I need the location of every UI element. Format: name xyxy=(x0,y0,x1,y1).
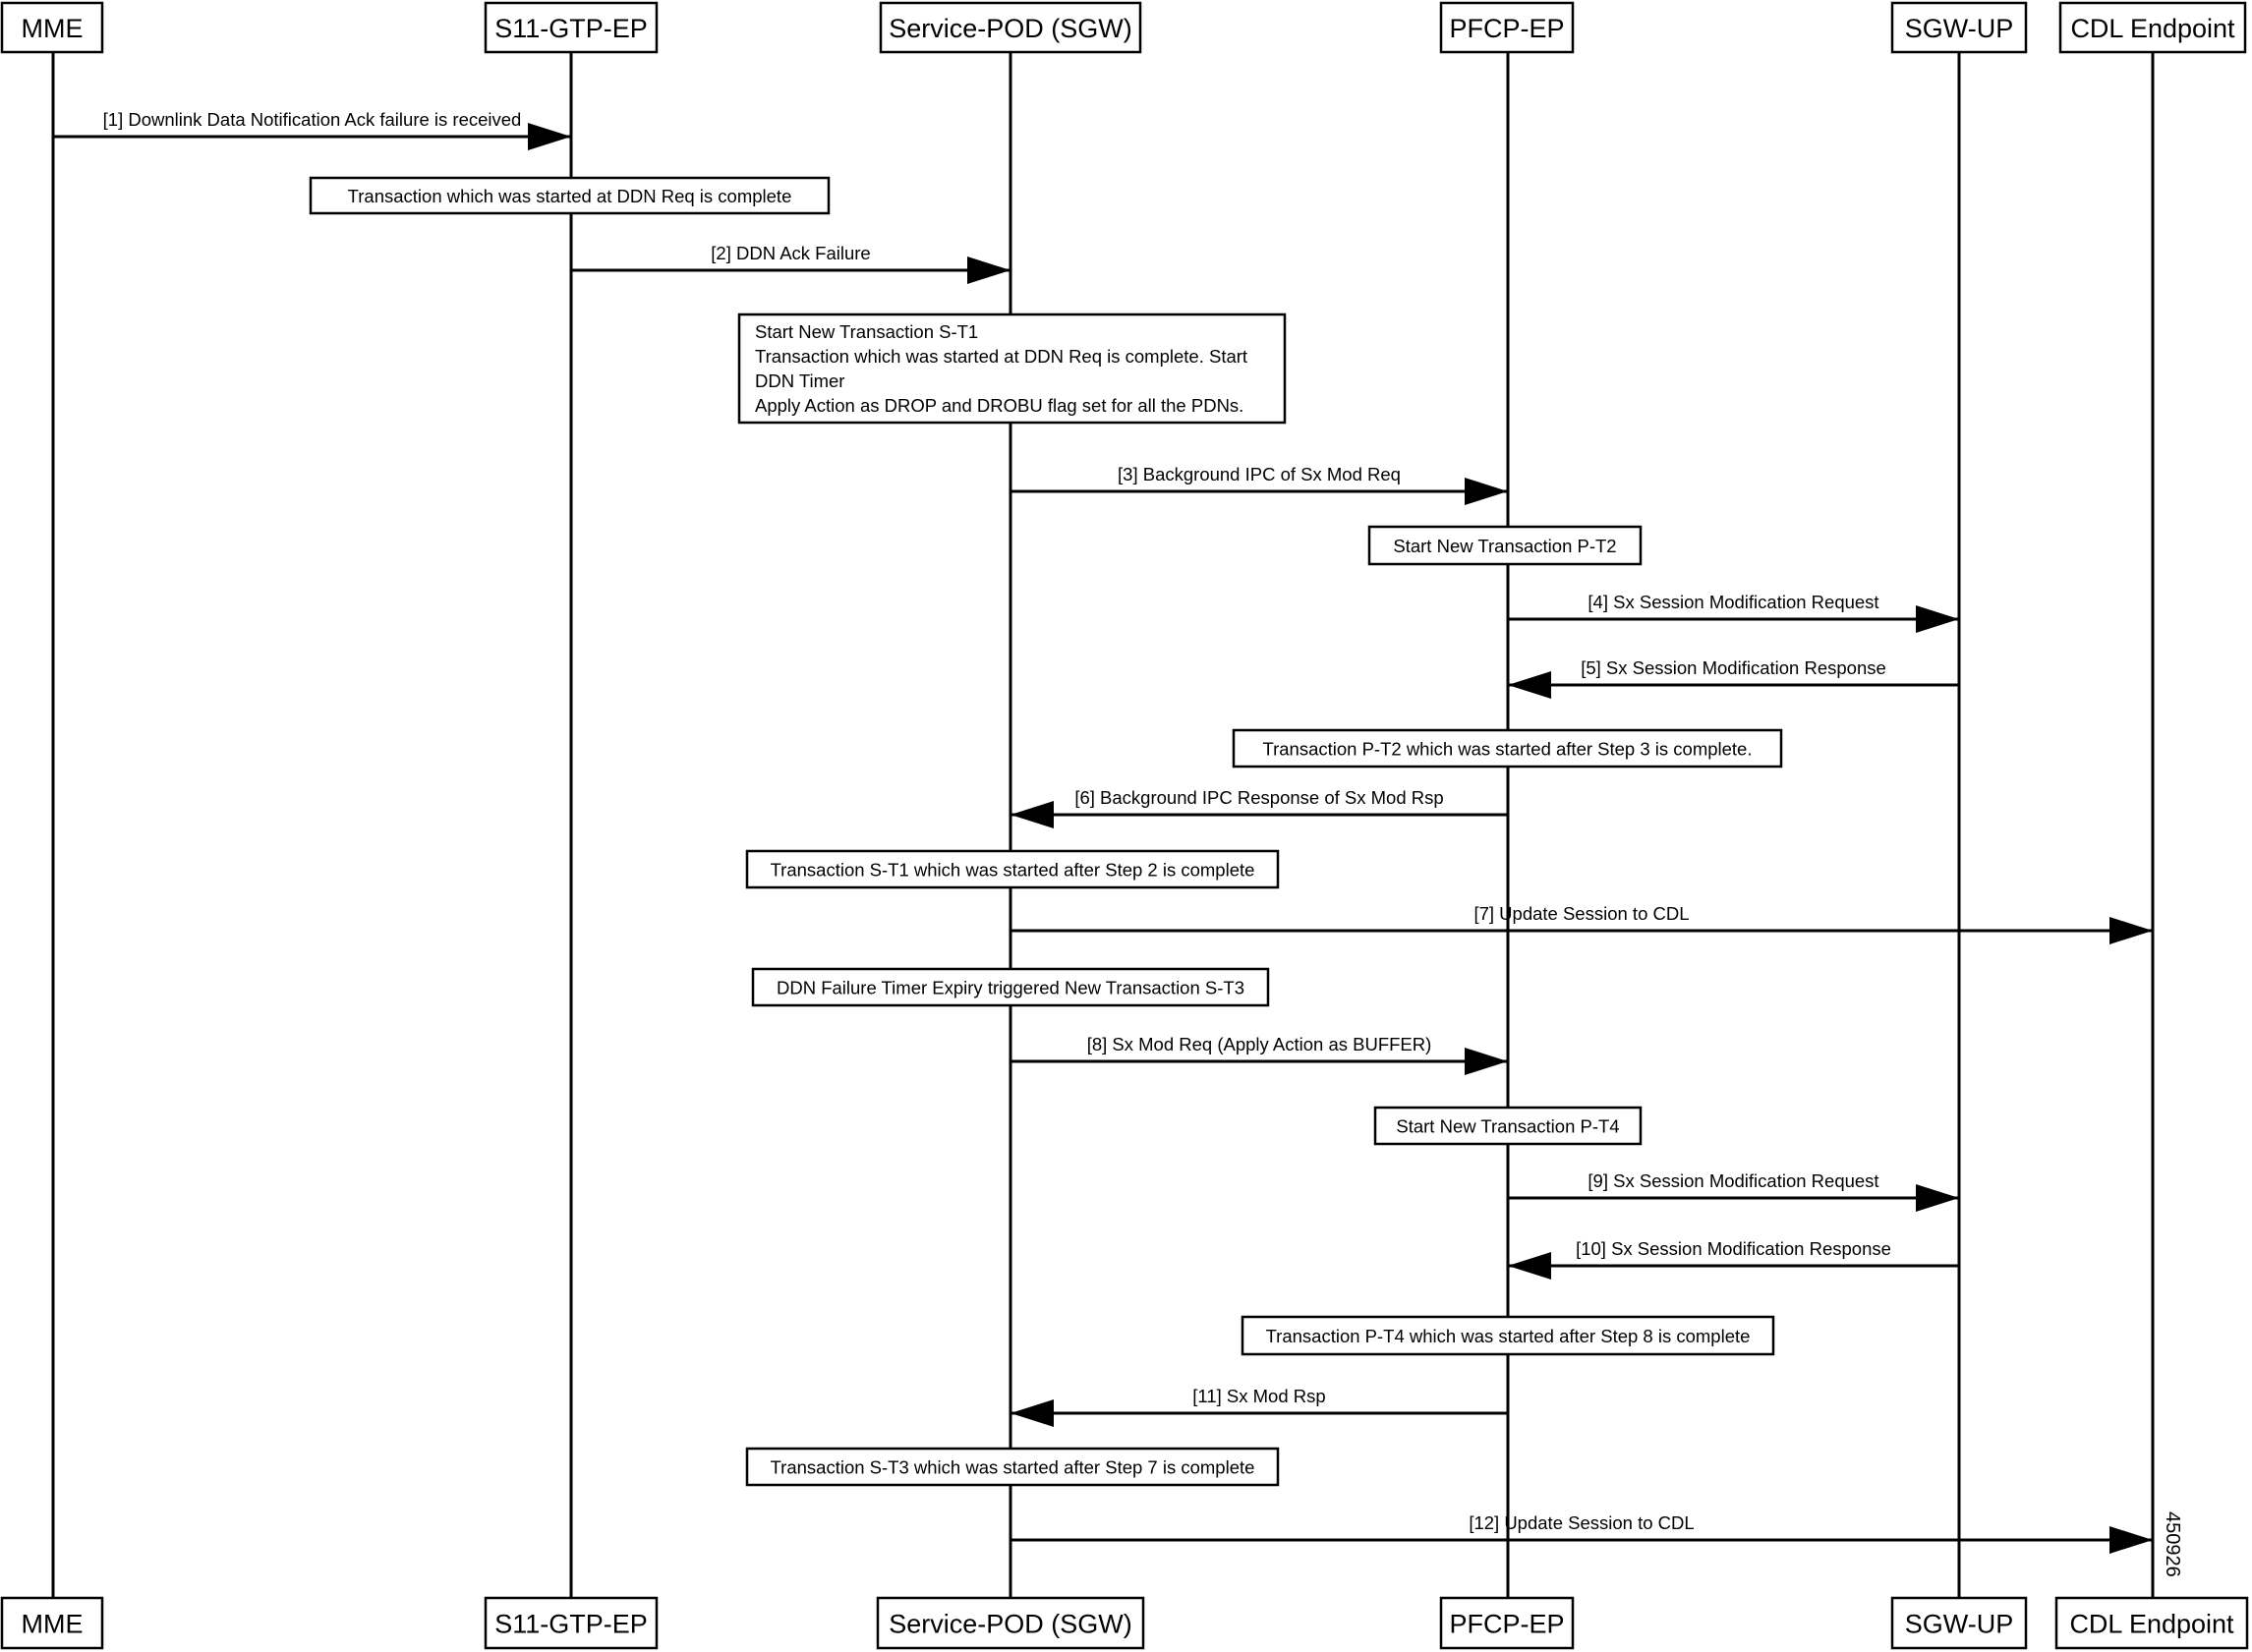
participant-label: CDL Endpoint xyxy=(2069,1610,2234,1639)
participant-s11-top: S11-GTP-EP xyxy=(484,1,659,54)
participant-cdl-bottom: CDL Endpoint xyxy=(2054,1596,2249,1650)
note-text: Transaction which was started at DDN Req… xyxy=(755,346,1247,367)
participant-label: PFCP-EP xyxy=(1449,1610,1564,1639)
figure-id: 450926 xyxy=(2162,1511,2183,1577)
participant-label: SGW-UP xyxy=(1905,14,2014,43)
message-6: [6] Background IPC Response of Sx Mod Rs… xyxy=(1011,787,1508,828)
participant-s11-bottom: S11-GTP-EP xyxy=(484,1596,659,1650)
participant-box xyxy=(876,1596,1145,1650)
note-text: Transaction P-T4 which was started after… xyxy=(1266,1326,1751,1346)
note-3: Start New Transaction P-T2 xyxy=(1367,525,1643,566)
participant-box xyxy=(0,1596,104,1650)
note-text: DDN Failure Timer Expiry triggered New T… xyxy=(777,978,1244,998)
message-label: [2] DDN Ack Failure xyxy=(711,243,870,263)
note-text: Transaction which was started at DDN Req… xyxy=(348,186,792,206)
participant-box xyxy=(1439,1596,1575,1650)
participant-mme-top: MME xyxy=(0,1,104,54)
message-label: [12] Update Session to CDL xyxy=(1469,1512,1694,1533)
participant-box xyxy=(0,1,104,54)
participant-box xyxy=(484,1596,659,1650)
note-7: Start New Transaction P-T4 xyxy=(1373,1106,1643,1146)
participant-box xyxy=(484,1,659,54)
participant-label: MME xyxy=(22,1610,84,1639)
note-text: Apply Action as DROP and DROBU flag set … xyxy=(755,395,1243,416)
message-label: [9] Sx Session Modification Request xyxy=(1588,1170,1878,1191)
participant-sgwup-bottom: SGW-UP xyxy=(1890,1596,2028,1650)
message-1: [1] Downlink Data Notification Ack failu… xyxy=(53,109,571,150)
note-box xyxy=(309,176,831,215)
participant-label: Service-POD (SGW) xyxy=(889,1610,1132,1639)
participant-box xyxy=(879,1,1142,54)
message-2: [2] DDN Ack Failure xyxy=(571,243,1011,284)
note-text: Transaction S-T1 which was started after… xyxy=(771,860,1255,881)
message-4: [4] Sx Session Modification Request xyxy=(1508,592,1959,633)
note-box xyxy=(737,313,1287,425)
note-text: Start New Transaction S-T1 xyxy=(755,321,978,342)
message-label: [3] Background IPC of Sx Mod Req xyxy=(1118,464,1401,484)
participant-label: PFCP-EP xyxy=(1449,14,1564,43)
participant-sgwup-top: SGW-UP xyxy=(1890,1,2028,54)
participant-label: S11-GTP-EP xyxy=(494,14,648,43)
participant-label: CDL Endpoint xyxy=(2070,14,2235,43)
participant-cdl-top: CDL Endpoint xyxy=(2058,1,2247,54)
participant-label: S11-GTP-EP xyxy=(494,1610,648,1639)
note-5: Transaction S-T1 which was started after… xyxy=(745,849,1280,889)
message-7: [7] Update Session to CDL xyxy=(1011,903,2153,944)
participant-box xyxy=(2058,1,2247,54)
note-text: Transaction S-T3 which was started after… xyxy=(771,1457,1255,1478)
note-box xyxy=(1241,1315,1775,1356)
message-label: [7] Update Session to CDL xyxy=(1473,903,1689,924)
note-4: Transaction P-T2 which was started after… xyxy=(1232,728,1783,769)
note-text: Transaction P-T2 which was started after… xyxy=(1262,739,1752,760)
notes: Transaction which was started at DDN Req… xyxy=(309,176,1783,1487)
note-box xyxy=(1232,728,1783,769)
note-9: Transaction S-T3 which was started after… xyxy=(745,1447,1280,1487)
note-1: Transaction which was started at DDN Req… xyxy=(309,176,831,215)
note-text: Start New Transaction P-T2 xyxy=(1393,536,1616,556)
participant-label: Service-POD (SGW) xyxy=(889,14,1132,43)
lifelines xyxy=(51,52,2155,1598)
message-10: [10] Sx Session Modification Response xyxy=(1508,1238,1959,1280)
message-11: [11] Sx Mod Rsp xyxy=(1011,1386,1508,1427)
note-box xyxy=(1373,1106,1643,1146)
participant-pfcp-bottom: PFCP-EP xyxy=(1439,1596,1575,1650)
note-box xyxy=(1367,525,1643,566)
participant-label: MME xyxy=(22,14,84,43)
message-label: [5] Sx Session Modification Response xyxy=(1581,657,1886,678)
participant-pfcp-top: PFCP-EP xyxy=(1439,1,1575,54)
note-8: Transaction P-T4 which was started after… xyxy=(1241,1315,1775,1356)
note-text: Start New Transaction P-T4 xyxy=(1396,1116,1619,1137)
message-label: [11] Sx Mod Rsp xyxy=(1192,1386,1325,1406)
participant-mme-bottom: MME xyxy=(0,1596,104,1650)
messages: [1] Downlink Data Notification Ack failu… xyxy=(53,109,2153,1554)
note-6: DDN Failure Timer Expiry triggered New T… xyxy=(751,967,1270,1007)
message-8: [8] Sx Mod Req (Apply Action as BUFFER) xyxy=(1011,1034,1508,1075)
participant-label: SGW-UP xyxy=(1905,1610,2014,1639)
message-label: [10] Sx Session Modification Response xyxy=(1576,1238,1891,1259)
message-label: [8] Sx Mod Req (Apply Action as BUFFER) xyxy=(1087,1034,1432,1054)
participant-box xyxy=(2054,1596,2249,1650)
message-label: [4] Sx Session Modification Request xyxy=(1588,592,1878,612)
participant-pod-bottom: Service-POD (SGW) xyxy=(876,1596,1145,1650)
message-5: [5] Sx Session Modification Response xyxy=(1508,657,1959,699)
participant-box xyxy=(1439,1,1575,54)
participant-box xyxy=(1890,1596,2028,1650)
message-label: [6] Background IPC Response of Sx Mod Rs… xyxy=(1074,787,1443,808)
message-label: [1] Downlink Data Notification Ack failu… xyxy=(103,109,522,130)
note-box xyxy=(745,1447,1280,1487)
participant-pod-top: Service-POD (SGW) xyxy=(879,1,1142,54)
message-12: [12] Update Session to CDL xyxy=(1011,1512,2153,1554)
message-3: [3] Background IPC of Sx Mod Req xyxy=(1011,464,1508,505)
message-9: [9] Sx Session Modification Request xyxy=(1508,1170,1959,1212)
participant-box xyxy=(1890,1,2028,54)
note-box xyxy=(751,967,1270,1007)
note-box xyxy=(745,849,1280,889)
note-text: DDN Timer xyxy=(755,370,844,391)
